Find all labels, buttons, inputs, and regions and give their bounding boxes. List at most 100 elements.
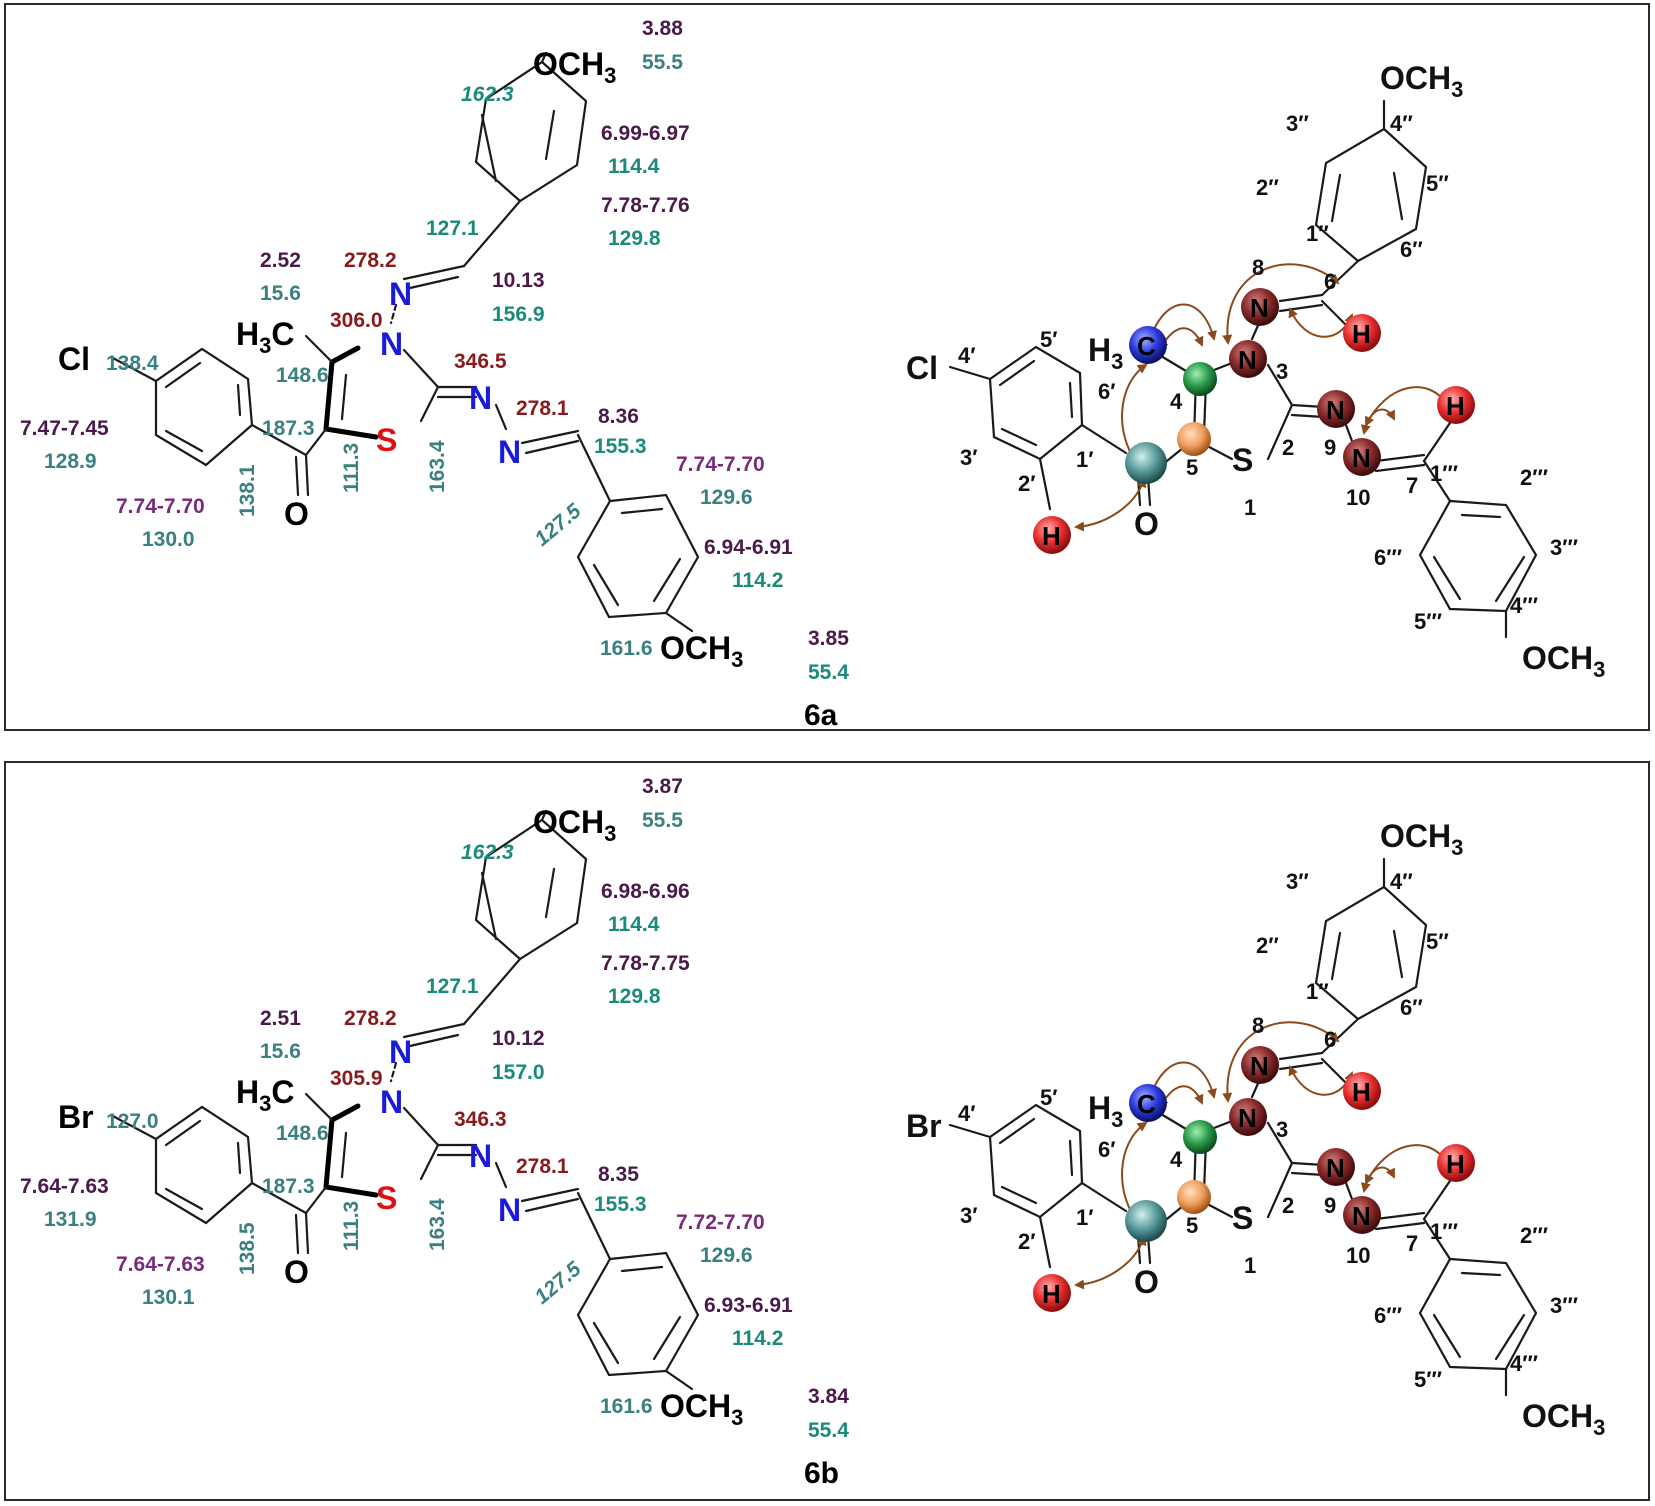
- c-35pp: 114.4: [608, 913, 660, 936]
- ome-bot-h: 3.84: [808, 1385, 849, 1408]
- text-label: OCH: [660, 630, 731, 666]
- n10-shift: 278.1: [516, 1155, 569, 1178]
- ome-bot-h: 3.85: [808, 627, 849, 650]
- c-4p: 138.4: [106, 352, 159, 375]
- c-2: 163.4: [426, 1198, 449, 1251]
- text-label: OCH: [533, 804, 604, 840]
- ball-c5: [1177, 422, 1211, 456]
- h-7: 8.35: [598, 1163, 639, 1186]
- c-4: 148.6: [276, 364, 329, 387]
- text-label: C: [1137, 1089, 1156, 1119]
- n10-atom: N: [498, 434, 521, 470]
- text-label: 5: [1186, 1213, 1198, 1238]
- text-label: 2′′: [1256, 933, 1279, 958]
- c-1p: 138.5: [236, 1222, 259, 1275]
- o-atom-r: O: [1134, 506, 1159, 542]
- h-methyl: 2.51: [260, 1007, 301, 1030]
- ball-c4: [1183, 362, 1217, 396]
- ome-top-c: 55.5: [642, 809, 683, 832]
- text-label: 3′: [960, 445, 978, 470]
- ball-n3: [1229, 1098, 1267, 1136]
- ball-methyl-c: [1129, 1084, 1167, 1122]
- text-label: H: [1352, 1077, 1371, 1107]
- text-label: H: [236, 316, 259, 352]
- c-26p: 130.0: [142, 528, 195, 551]
- c-methyl: 15.6: [260, 282, 301, 305]
- c-26p: 130.1: [142, 1286, 195, 1309]
- text-label: N: [1238, 345, 1257, 375]
- text-label: 2′: [1018, 1229, 1036, 1254]
- text-label: 5: [1186, 455, 1198, 480]
- n9-atom: N: [469, 380, 492, 416]
- methyl-label-r: H3: [1088, 1090, 1123, 1132]
- ome-bot-label-r: OCH3: [1522, 1398, 1605, 1440]
- text-label: 2: [1282, 1193, 1294, 1218]
- text-label: OCH: [1380, 818, 1451, 854]
- s1-atom-r: S: [1232, 1200, 1253, 1236]
- ome-bot-label: OCH3: [660, 630, 743, 672]
- text-label: 10: [1346, 1243, 1370, 1268]
- text-label: 5′′′: [1414, 1367, 1442, 1392]
- ball-carbonyl-c: [1125, 1200, 1167, 1242]
- n9-shift: 346.5: [454, 350, 507, 373]
- ball-n9: [1317, 1148, 1355, 1186]
- text-label: H: [1088, 1090, 1111, 1126]
- left-structure-atoms: OCH3 N N N N S O H3C Cl OCH3: [58, 46, 743, 672]
- text-label: 4′: [958, 343, 976, 368]
- text-label: 2′′′: [1520, 465, 1548, 490]
- c-26pp: 129.8: [608, 985, 661, 1008]
- ball-c5: [1177, 1180, 1211, 1214]
- h-6: 10.12: [492, 1027, 545, 1050]
- n10-shift: 278.1: [516, 397, 569, 420]
- text-label: 9: [1324, 1193, 1336, 1218]
- n8-shift: 278.2: [344, 1007, 397, 1030]
- ome-top-c: 55.5: [642, 51, 683, 74]
- text-label: 1′′: [1306, 979, 1329, 1004]
- text-label: 6: [1324, 269, 1336, 294]
- ball-h7: [1437, 1144, 1475, 1182]
- text-label: 3: [604, 821, 616, 846]
- text-label: 5′: [1040, 327, 1058, 352]
- c-1p: 138.1: [236, 464, 259, 517]
- text-label: H: [1446, 1149, 1465, 1179]
- h-methyl: 2.52: [260, 249, 301, 272]
- c-2: 163.4: [426, 440, 449, 493]
- text-label: 4: [1170, 389, 1183, 414]
- c-4ppp: 161.6: [600, 1395, 653, 1418]
- ball-methyl-c: [1129, 326, 1167, 364]
- right-structure-atoms: C H3 N N N N H H H S O Br OCH3 OCH3: [906, 818, 1605, 1440]
- text-label: N: [1238, 1103, 1257, 1133]
- c-26pp: 129.8: [608, 227, 661, 250]
- text-label: N: [1250, 293, 1269, 323]
- text-label: N: [1326, 395, 1345, 425]
- panel-6b: OCH3 N N N N S O H3C Br OCH3 3.87 55.5 1…: [4, 761, 1650, 1501]
- text-label: N: [1326, 1153, 1345, 1183]
- ball-n8: [1241, 1046, 1279, 1084]
- text-label: 2: [1282, 435, 1294, 460]
- text-label: 3: [1593, 1415, 1605, 1440]
- c-4ppp: 161.6: [600, 637, 653, 660]
- n10-atom: N: [498, 1192, 521, 1228]
- c-7: 155.3: [594, 1193, 647, 1216]
- h-26pp: 7.78-7.75: [601, 952, 690, 975]
- text-label: C: [1137, 331, 1156, 361]
- compound-label: 6b: [804, 1457, 839, 1490]
- text-label: C: [271, 1074, 294, 1110]
- text-label: 6′′′: [1374, 545, 1402, 570]
- text-label: 3: [604, 63, 616, 88]
- ome-top-h: 3.88: [642, 17, 683, 40]
- c-methyl: 15.6: [260, 1040, 301, 1063]
- text-label: 6′′′: [1374, 1303, 1402, 1328]
- c-5: 111.3: [340, 443, 363, 493]
- c-4pp: 162.3: [461, 83, 514, 106]
- text-label: OCH: [533, 46, 604, 82]
- o-atom-r: O: [1134, 1264, 1159, 1300]
- text-label: 3: [731, 1405, 743, 1430]
- text-label: 2′′: [1256, 175, 1279, 200]
- c-4pp: 162.3: [461, 841, 514, 864]
- text-label: 5′′: [1426, 171, 1449, 196]
- ome-top-label-r: OCH3: [1380, 60, 1463, 102]
- text-label: 4′: [958, 1101, 976, 1126]
- c-1ppp: 127.5: [530, 1257, 585, 1309]
- halogen-atom: Br: [58, 1099, 94, 1135]
